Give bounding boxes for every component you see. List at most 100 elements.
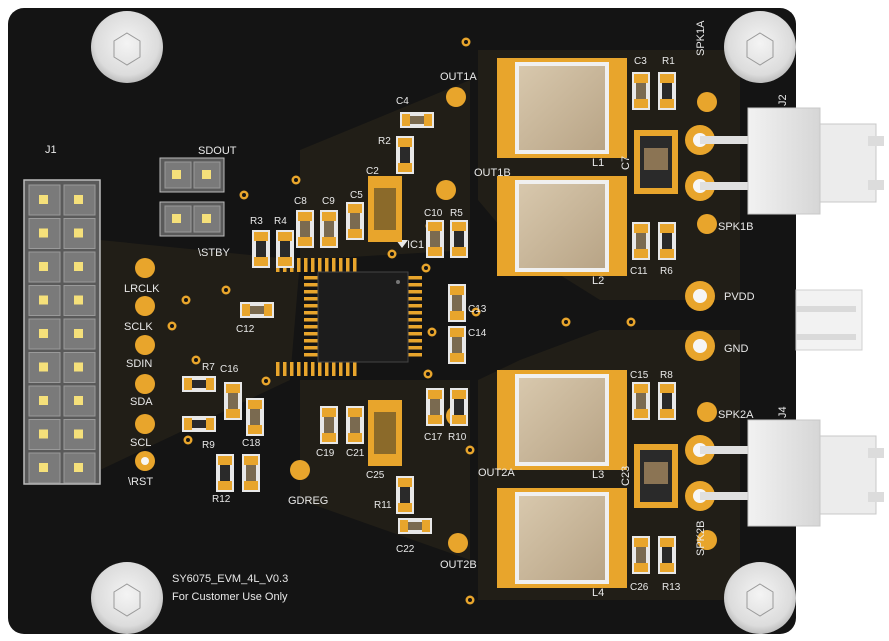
label-j2: J2 (777, 94, 789, 106)
test-pad (697, 214, 717, 234)
passive-pad (206, 378, 214, 390)
passive-pad (450, 353, 464, 362)
label-l3: L3 (592, 469, 604, 481)
inductors (497, 58, 627, 588)
via-hole (430, 330, 434, 334)
designator-r13: R13 (662, 582, 681, 593)
label-sdout: SDOUT (198, 145, 237, 157)
passive-pad (322, 212, 336, 221)
via-hole (474, 310, 478, 314)
passive-pad (424, 114, 432, 126)
designator-r12: R12 (212, 494, 231, 505)
passive-body (192, 420, 206, 428)
ic-pin (346, 362, 350, 376)
via-hole (184, 298, 188, 302)
ic-pin (339, 258, 343, 272)
ic-pin (408, 304, 422, 308)
inductor-body (519, 496, 605, 580)
passive-pad (660, 74, 674, 83)
passive-pad (244, 481, 258, 490)
ic-pin (353, 258, 357, 272)
passive-body (454, 399, 464, 415)
ic-pin (297, 258, 301, 272)
test-pad (135, 374, 155, 394)
passive-pad (322, 237, 336, 246)
passive-pad (634, 249, 648, 258)
passive-body (636, 83, 646, 99)
passive-pad (348, 229, 362, 238)
label-rst: \RST (128, 476, 153, 488)
ic-pin (353, 362, 357, 376)
passive-pad (218, 456, 232, 465)
designator-c16: C16 (220, 364, 239, 375)
designator-r2: R2 (378, 136, 391, 147)
passive-pad (660, 249, 674, 258)
passive-body (662, 393, 672, 409)
passive-pad (450, 286, 464, 295)
test-pad-hole (141, 457, 149, 465)
test-pad (448, 533, 468, 553)
ic-pin (318, 258, 322, 272)
j1-pin-tip (39, 463, 48, 472)
passive-pad (450, 328, 464, 337)
designator-c17: C17 (424, 432, 443, 443)
passive-body (250, 306, 264, 314)
test-pad (697, 530, 717, 550)
test-pad (135, 335, 155, 355)
designator-r4: R4 (274, 216, 287, 227)
ic-pin (318, 362, 322, 376)
passive-pad (660, 224, 674, 233)
passive-pad (450, 311, 464, 320)
passive-body (454, 231, 464, 247)
label-j1: J1 (45, 144, 57, 156)
label-sda: SDA (130, 396, 153, 408)
passive-body (408, 522, 422, 530)
passive-pad (452, 390, 466, 399)
ic-pin (283, 362, 287, 376)
passive-body (400, 147, 410, 163)
power-connector (795, 289, 863, 351)
via-hole (464, 40, 468, 44)
passive-pad (428, 390, 442, 399)
designator-c18: C18 (242, 438, 261, 449)
ic-pin (325, 258, 329, 272)
passive-pad (634, 384, 648, 393)
j1-pin-tip (74, 463, 83, 472)
passive-body (636, 233, 646, 249)
ic-pin (304, 339, 318, 343)
via-hole (194, 358, 198, 362)
label-spk2a: SPK2A (718, 409, 754, 421)
passive-pad (660, 409, 674, 418)
ic-pin (297, 362, 301, 376)
designator-c9: C9 (322, 196, 335, 207)
sdout-jumper (159, 157, 225, 193)
passive-body (452, 337, 462, 353)
passive-body (228, 393, 238, 409)
passive-pad (398, 503, 412, 512)
label-sclk: SCLK (124, 321, 153, 333)
test-pad (135, 296, 155, 316)
passive-pad (348, 433, 362, 442)
label-l4: L4 (592, 587, 604, 599)
label-out1a: OUT1A (440, 71, 477, 83)
passive-pad (248, 400, 262, 409)
via-hole (242, 193, 246, 197)
designator-c14: C14 (468, 328, 487, 339)
ic-pin (408, 332, 422, 336)
via-hole (186, 438, 190, 442)
passive-pad (452, 247, 466, 256)
label-l2: L2 (592, 275, 604, 287)
label-out2b: OUT2B (440, 559, 477, 571)
j1-pin-tip (39, 396, 48, 405)
passive-body (430, 399, 440, 415)
passive-body (662, 547, 672, 563)
ic-pin (304, 290, 318, 294)
inductor-body (519, 184, 605, 268)
ic-pin (311, 258, 315, 272)
passive-pad (660, 563, 674, 572)
designator-c2: C2 (366, 166, 379, 177)
j1-pin-tip (74, 295, 83, 305)
passive-pad (254, 257, 268, 266)
j1-pin-tip (74, 396, 83, 405)
